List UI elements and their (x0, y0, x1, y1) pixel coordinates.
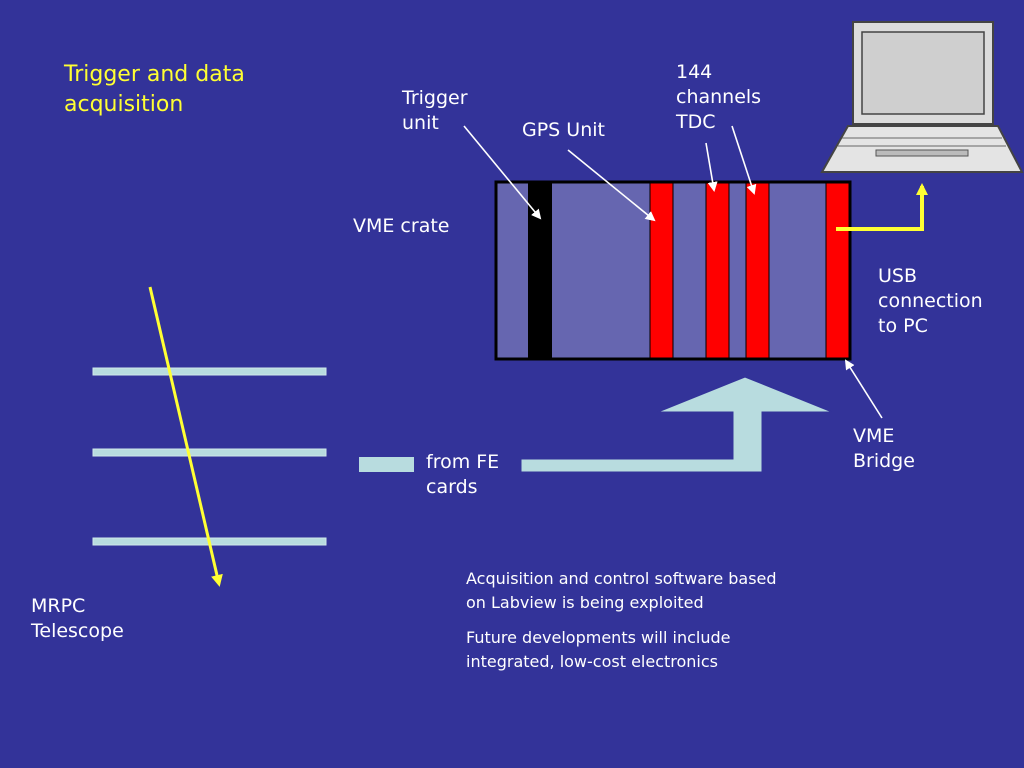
tdc-arrow-1 (705, 142, 718, 192)
vme-crate-label: VME crate (353, 215, 450, 237)
vme-bridge-module (825, 182, 850, 359)
gps-unit-label: GPS Unit (522, 119, 605, 141)
trigger-unit-module (528, 183, 552, 358)
laptop-icon (820, 21, 1024, 173)
fe-input-bar (359, 457, 414, 472)
vme-bridge-label: VME Bridge (853, 425, 915, 472)
vme-bridge-arrow (844, 359, 883, 419)
gps-unit-module (649, 182, 674, 359)
trigger-unit-arrow (463, 125, 542, 220)
page-title: Trigger and data acquisition (64, 62, 245, 117)
mrpc-plate-1 (92, 367, 327, 376)
mrpc-telescope-label: MRPC Telescope (31, 595, 124, 642)
usb-connection-line (836, 183, 928, 231)
tdc-arrow-2 (731, 125, 757, 195)
fe-data-arrow (520, 376, 833, 473)
tdc-module-2 (745, 182, 770, 359)
from-fe-label: from FE cards (426, 451, 500, 498)
tdc-label: 144 channels TDC (676, 61, 762, 133)
vme-crate (494, 180, 852, 361)
tdc-module-1 (705, 182, 730, 359)
gps-unit-arrow (567, 149, 656, 222)
usb-connection-label: USB connection to PC (878, 265, 983, 337)
trigger-unit-label: Trigger unit (402, 87, 468, 134)
mrpc-plate-2 (92, 448, 327, 457)
note-software: Acquisition and control software based o… (466, 569, 777, 612)
note-future: Future developments will include integra… (466, 628, 731, 671)
mrpc-telescope (92, 367, 327, 546)
particle-track (148, 286, 223, 587)
